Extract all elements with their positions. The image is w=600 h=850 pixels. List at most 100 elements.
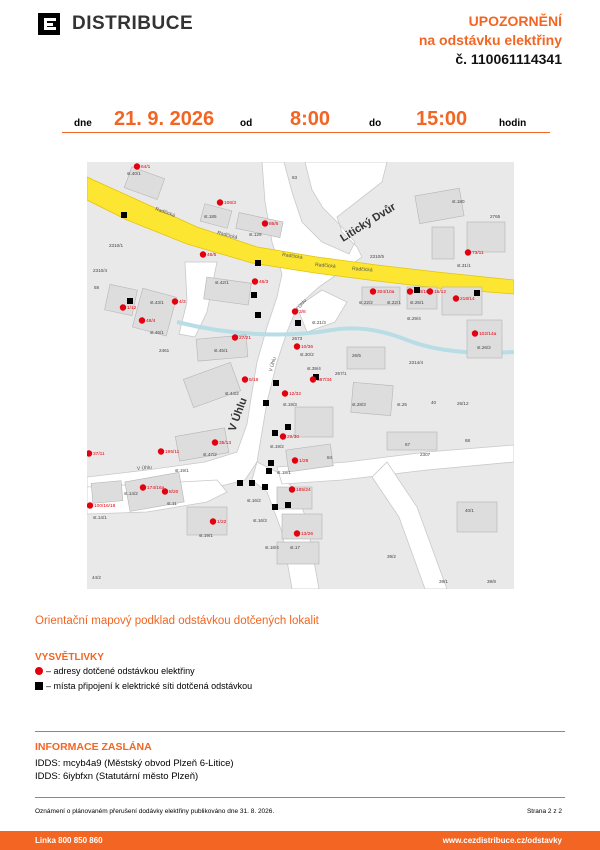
connection-point[interactable] [121, 212, 127, 218]
address-marker[interactable] [281, 390, 289, 397]
connection-point[interactable] [313, 374, 319, 380]
address-label: 106/3 [224, 200, 236, 206]
address-label: 48/4 [146, 318, 156, 324]
address-label: 5/19 [249, 377, 259, 383]
address-marker[interactable] [464, 249, 472, 256]
parcel-label: st.14/1 [93, 515, 107, 520]
street-label: Radčická [217, 230, 239, 241]
legend-black: – místa připojení k elektrické síti dotč… [35, 681, 252, 691]
parcel-label: st.45/1 [214, 348, 228, 353]
parcel-label: 39/1 [439, 579, 448, 584]
parcel-label: 2310/4 [93, 268, 107, 273]
address-marker[interactable] [369, 288, 377, 295]
address-marker[interactable] [209, 518, 217, 525]
parcel-label: st.19/1 [175, 468, 189, 473]
parcel-label: 267/1 [335, 371, 347, 376]
connection-point[interactable] [272, 504, 278, 510]
address-marker[interactable] [119, 304, 127, 311]
connection-point[interactable] [295, 320, 301, 326]
outage-date: 21. 9. 2026 [114, 108, 215, 130]
connection-point[interactable] [272, 430, 278, 436]
address-marker[interactable] [87, 502, 94, 509]
address-label: 1/22 [217, 519, 227, 525]
address-marker[interactable] [216, 199, 224, 206]
hotline[interactable]: Linka 800 850 860 [35, 836, 103, 845]
address-marker[interactable] [293, 343, 301, 350]
parcel-label: st.47/2 [203, 452, 217, 457]
connection-point[interactable] [268, 460, 274, 466]
address-label: 1/12 [127, 305, 137, 311]
black-square-icon [35, 682, 43, 690]
connection-point[interactable] [285, 424, 291, 430]
address-marker[interactable] [133, 163, 141, 170]
parcel-label: st.16/3 [253, 518, 267, 523]
connection-point[interactable] [127, 298, 133, 304]
address-marker[interactable] [293, 530, 301, 537]
parcel-label: st.28/3 [352, 402, 366, 407]
address-marker[interactable] [309, 376, 317, 383]
notice-heading: UPOZORNĚNÍ na odstávku elektřiny č. 1100… [419, 12, 562, 69]
address-label: 29/30 [287, 434, 299, 440]
connection-point[interactable] [285, 502, 291, 508]
address-marker[interactable] [406, 288, 414, 295]
parcel-label: 2310/1 [109, 243, 123, 248]
connection-points [121, 212, 480, 510]
connection-point[interactable] [474, 290, 480, 296]
connection-point[interactable] [255, 260, 261, 266]
parcel-label: st.19/1 [199, 533, 213, 538]
publication-note: Oznámení o plánovaném přerušení dodávky … [35, 808, 275, 815]
address-marker[interactable] [279, 433, 287, 440]
connection-point[interactable] [266, 468, 272, 474]
page-number: Strana 2 z 2 [526, 808, 562, 815]
time-to: 15:00 [416, 108, 468, 130]
address-marker[interactable] [291, 308, 299, 315]
address-marker[interactable] [211, 439, 219, 446]
connection-point[interactable] [251, 292, 257, 298]
map-stream [176, 320, 514, 355]
address-label: 27/21 [239, 335, 251, 341]
parcel-label: st.39/4 [307, 366, 321, 371]
address-label: 12/32 [289, 391, 301, 397]
address-marker[interactable] [261, 220, 269, 227]
connection-point[interactable] [237, 480, 243, 486]
connection-point[interactable] [414, 287, 420, 293]
address-marker[interactable] [251, 278, 259, 285]
address-marker[interactable] [471, 330, 479, 337]
address-marker[interactable] [161, 488, 169, 495]
parcel-label: st.17 [290, 545, 300, 550]
connection-point[interactable] [273, 380, 279, 386]
parcel-label: 84 [327, 455, 333, 460]
website-link[interactable]: www.cezdistribuce.cz/odstavky [442, 836, 562, 845]
address-marker[interactable] [171, 298, 179, 305]
outage-schedule: dne 21. 9. 2026 od 8:00 do 15:00 hodin [62, 108, 550, 133]
address-label: 37/11 [93, 451, 105, 457]
address-marker[interactable] [139, 484, 147, 491]
address-marker[interactable] [452, 295, 460, 302]
connection-point[interactable] [262, 484, 268, 490]
street-label: Radčická [352, 266, 373, 273]
address-marker[interactable] [291, 457, 299, 464]
address-label: 35/13 [219, 440, 231, 446]
notice-number: č. 110061114341 [455, 51, 562, 67]
connection-point[interactable] [255, 312, 261, 318]
main-road-radcicka [87, 176, 514, 295]
parcel-label: st.46/1 [150, 330, 164, 335]
connection-point[interactable] [263, 400, 269, 406]
parcel-label: st.31/1 [457, 263, 471, 268]
parcel-label: 26/5 [352, 353, 361, 358]
label-od: od [240, 118, 253, 129]
address-marker[interactable] [231, 334, 239, 341]
address-marker[interactable] [241, 376, 249, 383]
address-marker[interactable] [426, 288, 434, 295]
address-marker[interactable] [199, 251, 207, 258]
connection-point[interactable] [249, 480, 255, 486]
info-title: INFORMACE ZASLÁNA [35, 741, 152, 753]
address-marker[interactable] [138, 317, 146, 324]
address-marker[interactable] [87, 450, 93, 457]
address-markers [87, 163, 479, 537]
address-marker[interactable] [288, 486, 296, 493]
legend-black-text: – místa připojení k elektrické síti dotč… [46, 681, 253, 691]
address-marker[interactable] [157, 448, 165, 455]
